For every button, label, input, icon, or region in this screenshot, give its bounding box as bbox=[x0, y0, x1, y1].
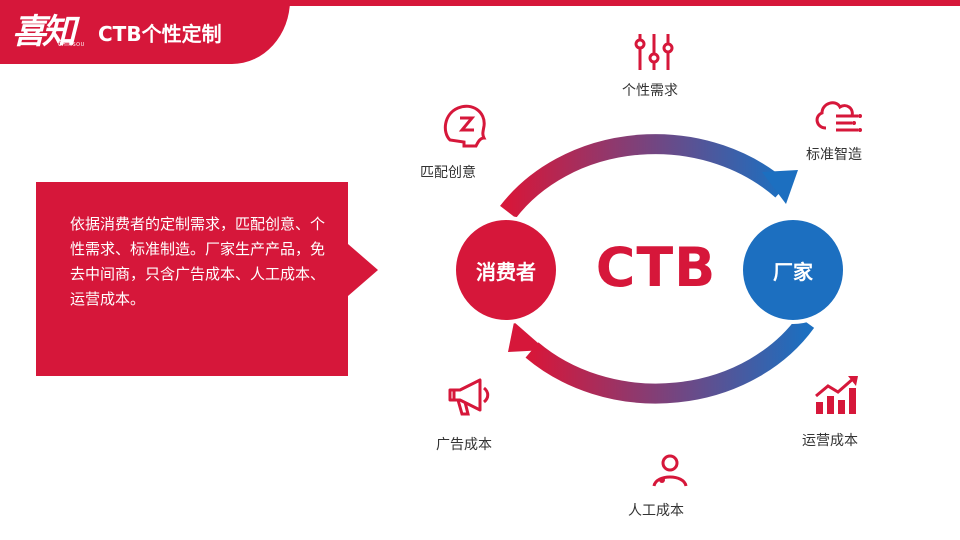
top-arc-arrowhead bbox=[762, 170, 798, 204]
top-arc bbox=[500, 134, 789, 219]
node-advertising-label: 广告成本 bbox=[436, 437, 492, 453]
bottom-arc bbox=[525, 316, 815, 404]
bar-chart-icon bbox=[815, 376, 858, 414]
bottom-arc-arrowhead bbox=[508, 322, 546, 352]
head-icon bbox=[443, 104, 487, 148]
description-text: 依据消费者的定制需求，匹配创意、个性需求、标准制造。厂家生产产品，免去中间商，只… bbox=[70, 215, 326, 308]
description-box: 依据消费者的定制需求，匹配创意、个性需求、标准制造。厂家生产产品，免去中间商，只… bbox=[36, 182, 348, 376]
node-labor-label: 人工成本 bbox=[628, 503, 684, 519]
person-icon bbox=[652, 454, 688, 487]
cloud-icon bbox=[815, 101, 862, 132]
description-pointer bbox=[348, 244, 378, 296]
ctb-center-text: CTB bbox=[595, 236, 717, 299]
brand-logo: 喜知 CHINSOU bbox=[12, 4, 85, 60]
consumer-label: 消费者 bbox=[476, 260, 536, 284]
sliders-icon bbox=[634, 34, 674, 70]
node-personal-label: 个性需求 bbox=[622, 83, 678, 99]
header-tab: 喜知 CHINSOU CTB个性定制 bbox=[0, 0, 290, 64]
logo-subtext: CHINSOU bbox=[58, 42, 85, 48]
consumer-circle bbox=[452, 216, 560, 324]
manufacturer-label: 厂家 bbox=[773, 260, 813, 284]
node-operation-label: 运营成本 bbox=[802, 433, 858, 449]
megaphone-icon bbox=[448, 378, 490, 416]
node-standard-label: 标准智造 bbox=[806, 147, 862, 163]
logo-text: 喜知 bbox=[12, 12, 76, 52]
top-accent-line bbox=[0, 0, 960, 6]
manufacturer-circle bbox=[739, 216, 847, 324]
page-title: CTB个性定制 bbox=[98, 22, 222, 46]
node-creative-label: 匹配创意 bbox=[420, 165, 476, 181]
